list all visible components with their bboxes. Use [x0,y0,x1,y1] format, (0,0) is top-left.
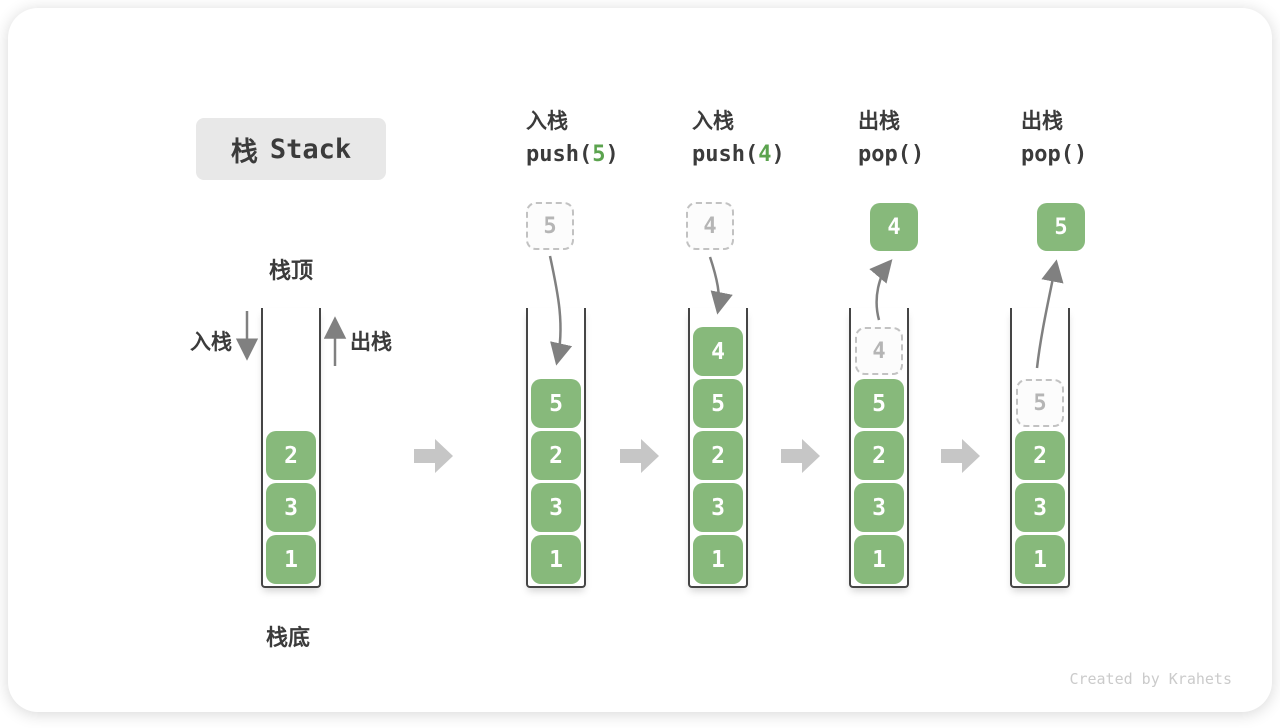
stack-block: 2 [693,431,743,480]
stack-block: 3 [531,483,581,532]
stack-block: 2 [266,431,316,480]
stack-block: 3 [266,483,316,532]
stage-arrow-3-icon [781,439,820,473]
push4-arrow [708,256,733,315]
stack-block: 5 [854,379,904,428]
stack-block: 5 [531,379,581,428]
stack-block: 3 [1015,483,1065,532]
removed-slot-ghost: 4 [855,327,903,375]
op-name-zh: 入栈 [692,110,734,133]
popped-value-box: 4 [870,203,918,251]
stage-arrow-2-icon [620,439,659,473]
pop-side-label: 出栈 [350,331,392,354]
stack-block: 3 [854,483,904,532]
title-en: Stack [269,133,352,165]
diagram-card: 栈 Stack 栈顶 栈底 入栈 出栈 2 3 1 入栈 push(5) 5 5… [8,8,1272,712]
op-label-pop-second: 出栈 pop() [1021,111,1201,166]
removed-slot-ghost: 5 [1016,379,1064,427]
stack-block: 2 [531,431,581,480]
stack-block: 1 [693,535,743,584]
stack-block: 1 [266,535,316,584]
stack-block: 2 [1015,431,1065,480]
op-code: push(5) [526,142,619,167]
stage-arrow-4-icon [941,439,980,473]
op-name-zh: 出栈 [1021,110,1063,133]
op-arg: 5 [592,142,606,167]
stack-block: 5 [693,379,743,428]
diagram-title: 栈 Stack [196,118,386,180]
op-code: push(4) [692,142,785,167]
stack-block: 3 [693,483,743,532]
incoming-value-box: 5 [526,202,574,250]
stack-block: 1 [854,535,904,584]
watermark: Created by Krahets [1069,670,1232,688]
op-arg: 4 [758,142,772,167]
op-label-push4: 入栈 push(4) [692,111,872,166]
op-name-zh: 入栈 [526,110,568,133]
push-side-label: 入栈 [190,331,232,354]
op-name-zh: 出栈 [858,110,900,133]
incoming-value-box: 4 [686,202,734,250]
stack-block: 4 [693,327,743,376]
stage-arrow-1-icon [414,439,453,473]
op-label-push5: 入栈 push(5) [526,111,706,166]
stack-top-label: 栈顶 [268,258,313,283]
op-code: pop() [858,142,925,167]
op-label-pop-first: 出栈 pop() [858,111,1038,166]
stack-block: 1 [1015,535,1065,584]
popped-value-box: 5 [1037,203,1085,251]
stack-block: 2 [854,431,904,480]
stack-bottom-label: 栈底 [265,625,310,650]
title-zh: 栈 [230,136,258,167]
op-code: pop() [1021,142,1088,167]
stack-block: 1 [531,535,581,584]
